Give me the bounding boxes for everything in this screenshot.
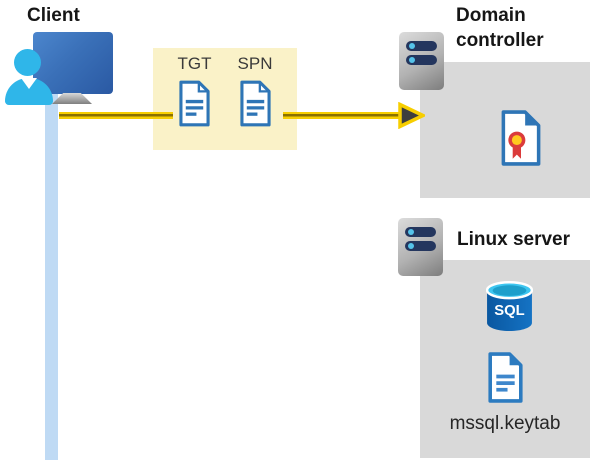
linux-server-title: Linux server bbox=[457, 229, 570, 250]
spn-document-icon bbox=[239, 80, 271, 127]
client-title: Client bbox=[27, 5, 80, 26]
tgt-document-icon bbox=[179, 80, 210, 127]
kerberos-arrow-line-right bbox=[283, 112, 402, 119]
server-drive-bay-icon bbox=[405, 241, 436, 251]
arrowhead-icon bbox=[398, 102, 425, 129]
user-head-icon bbox=[14, 49, 41, 76]
spn-label: SPN bbox=[237, 54, 273, 73]
server-drive-bay-icon bbox=[406, 55, 437, 65]
monitor-icon bbox=[33, 32, 113, 94]
sql-database-icon: SQL bbox=[486, 281, 533, 331]
user-collar-shape bbox=[21, 78, 37, 89]
monitor-stand-icon bbox=[52, 93, 92, 104]
certificate-icon bbox=[501, 110, 541, 166]
keytab-document-icon bbox=[488, 352, 523, 403]
domain-controller-server-icon bbox=[399, 32, 444, 90]
server-drive-bay-icon bbox=[405, 227, 436, 237]
linux-server-icon bbox=[398, 218, 443, 276]
server-drive-bay-icon bbox=[406, 41, 437, 51]
keytab-filename-label: mssql.keytab bbox=[449, 413, 561, 434]
sql-icon-text: SQL bbox=[494, 303, 524, 319]
kerberos-arrow-line-left bbox=[59, 112, 173, 119]
tgt-label: TGT bbox=[177, 54, 212, 73]
tgt-column: TGT bbox=[178, 54, 212, 150]
domain-controller-title: Domain controller bbox=[456, 5, 544, 51]
spn-column: SPN bbox=[237, 54, 273, 150]
ticket-highlight-box: TGT SPN bbox=[153, 48, 297, 150]
client-timeline-bar bbox=[45, 90, 58, 460]
